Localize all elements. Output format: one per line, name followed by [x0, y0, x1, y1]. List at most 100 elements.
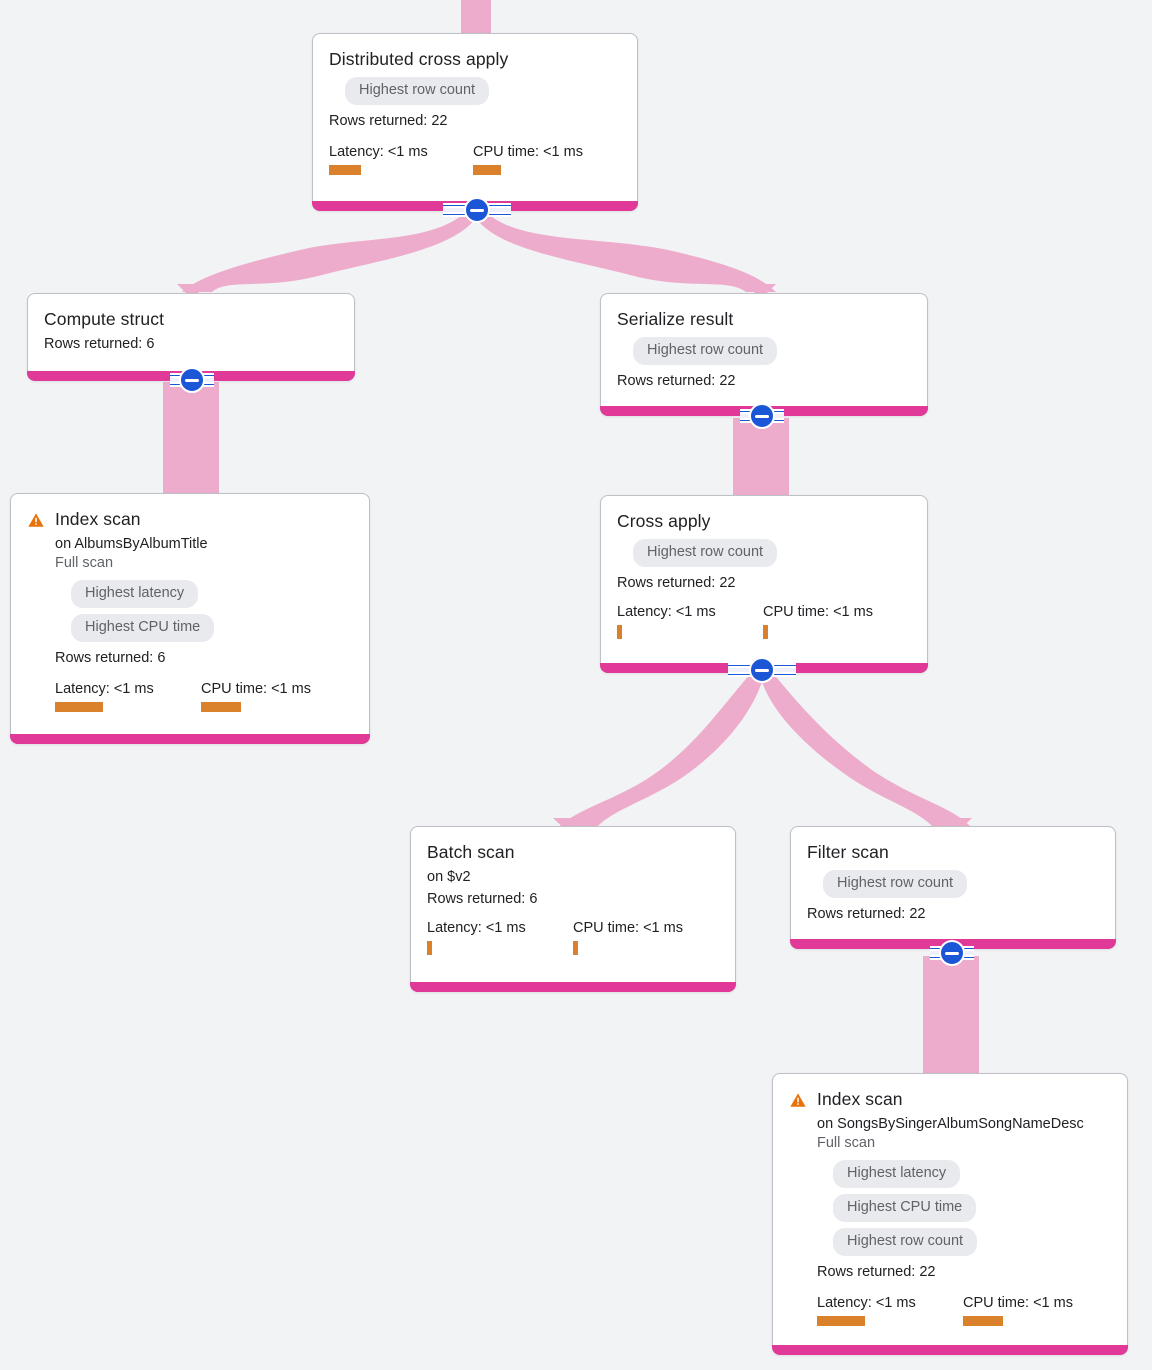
badge-highest-row-count: Highest row count	[633, 337, 778, 365]
badge-highest-row-count: Highest row count	[823, 870, 968, 898]
plan-node-cross-apply[interactable]: Cross apply Highest row count Rows retur…	[600, 495, 928, 673]
edge-root-to-compute-struct	[182, 212, 476, 292]
rows-returned: Rows returned: 22	[617, 575, 736, 591]
edge-root-to-serialize-result	[476, 212, 776, 292]
rows-returned: Rows returned: 6	[55, 650, 166, 666]
rows-returned: Rows returned: 22	[817, 1264, 936, 1280]
node-title: Compute struct	[44, 309, 165, 329]
rows-returned: Rows returned: 6	[44, 336, 155, 352]
node-title: Index scan	[55, 509, 141, 529]
metrics-row: Latency: <1 ms CPU time: <1 ms	[329, 143, 621, 175]
rows-returned: Rows returned: 22	[329, 113, 448, 129]
metrics-row: Latency: <1 ms CPU time: <1 ms	[55, 680, 353, 712]
metric-latency: Latency: <1 ms	[817, 1294, 963, 1326]
edge-compute-struct-to-index-scan	[163, 382, 219, 494]
node-header: Cross apply Highest row count Rows retur…	[617, 510, 911, 639]
metrics-row: Latency: <1 ms CPU time: <1 ms	[427, 919, 719, 955]
node-title: Index scan	[817, 1089, 903, 1109]
metric-cpu-time: CPU time: <1 ms	[963, 1294, 1073, 1326]
badge-highest-row-count: Highest row count	[345, 77, 490, 105]
badge-list: Highest row count	[329, 70, 621, 105]
rows-returned: Rows returned: 22	[807, 906, 926, 922]
edge-incoming-root	[461, 0, 491, 35]
metric-latency-label: Latency: <1 ms	[329, 144, 428, 160]
node-subtitle: on $v2	[427, 869, 471, 885]
metric-cpu-time: CPU time: <1 ms	[573, 919, 683, 955]
node-header: Compute struct Rows returned: 6	[44, 308, 338, 354]
node-header: Index scan on AlbumsByAlbumTitle Full sc…	[27, 508, 353, 712]
rows-returned: Rows returned: 6	[427, 891, 538, 907]
plan-node-distributed-cross-apply[interactable]: Distributed cross apply Highest row coun…	[312, 33, 638, 211]
metric-latency-label: Latency: <1 ms	[55, 681, 154, 697]
node-title: Cross apply	[617, 511, 711, 531]
edge-cross-apply-to-filter-scan	[762, 672, 972, 828]
node-status-bar	[410, 982, 736, 992]
node-status-bar	[772, 1345, 1128, 1355]
metric-latency-bar	[427, 941, 432, 955]
metric-latency: Latency: <1 ms	[617, 603, 763, 639]
metric-latency-bar	[617, 625, 622, 639]
collapse-button-cross-apply[interactable]	[749, 657, 775, 683]
metric-cpu-bar	[763, 625, 768, 639]
metric-latency-bar	[817, 1316, 865, 1326]
badge-list: Highest row count	[807, 863, 1099, 898]
rows-returned: Rows returned: 22	[617, 373, 736, 389]
warning-triangle-icon	[28, 513, 44, 527]
collapse-button-filter-scan[interactable]	[939, 940, 965, 966]
node-title: Distributed cross apply	[329, 49, 509, 69]
metric-cpu-label: CPU time: <1 ms	[473, 144, 583, 160]
badge-highest-row-count: Highest row count	[633, 539, 778, 567]
metric-latency: Latency: <1 ms	[329, 143, 473, 175]
node-header: Distributed cross apply Highest row coun…	[329, 48, 621, 175]
edge-serialize-result-to-cross-apply	[733, 418, 789, 496]
node-scan-note: Full scan	[55, 555, 114, 571]
plan-node-batch-scan[interactable]: Batch scan on $v2 Rows returned: 6 Laten…	[410, 826, 736, 992]
metric-cpu-bar	[201, 702, 241, 712]
metric-cpu-label: CPU time: <1 ms	[963, 1295, 1073, 1311]
plan-node-index-scan-songs[interactable]: Index scan on SongsBySingerAlbumSongName…	[772, 1073, 1128, 1355]
node-title: Serialize result	[617, 309, 734, 329]
node-header: Serialize result Highest row count Rows …	[617, 308, 911, 391]
metric-latency-bar	[329, 165, 361, 175]
metric-latency-bar	[55, 702, 103, 712]
metric-cpu-bar	[963, 1316, 1003, 1326]
collapse-button-serialize-result[interactable]	[749, 403, 775, 429]
plan-node-filter-scan[interactable]: Filter scan Highest row count Rows retur…	[790, 826, 1116, 949]
warning-triangle-icon	[790, 1093, 806, 1107]
node-title: Batch scan	[427, 842, 515, 862]
edge-filter-scan-to-index-scan	[923, 956, 979, 1076]
metric-latency: Latency: <1 ms	[427, 919, 573, 955]
node-title: Filter scan	[807, 842, 889, 862]
metric-cpu-label: CPU time: <1 ms	[201, 681, 311, 697]
metrics-row: Latency: <1 ms CPU time: <1 ms	[817, 1294, 1111, 1326]
node-subtitle: on AlbumsByAlbumTitle	[55, 536, 208, 552]
node-header: Batch scan on $v2 Rows returned: 6 Laten…	[427, 841, 719, 955]
metric-cpu-time: CPU time: <1 ms	[763, 603, 873, 639]
collapse-button-distributed-cross-apply[interactable]	[464, 197, 490, 223]
metrics-row: Latency: <1 ms CPU time: <1 ms	[617, 603, 911, 639]
node-subtitle: on SongsBySingerAlbumSongNameDesc	[817, 1116, 1084, 1132]
metric-cpu-label: CPU time: <1 ms	[573, 920, 683, 936]
badge-list: Highest latency Highest CPU time	[55, 573, 353, 642]
collapse-button-compute-struct[interactable]	[179, 367, 205, 393]
metric-cpu-bar	[473, 165, 501, 175]
badge-list: Highest latency Highest CPU time Highest…	[817, 1153, 1111, 1256]
node-scan-note: Full scan	[817, 1135, 876, 1151]
plan-node-index-scan-albums[interactable]: Index scan on AlbumsByAlbumTitle Full sc…	[10, 493, 370, 744]
badge-list: Highest row count	[617, 532, 911, 567]
metric-latency-label: Latency: <1 ms	[817, 1295, 916, 1311]
badge-highest-cpu-time: Highest CPU time	[833, 1194, 977, 1222]
badge-list: Highest row count	[617, 330, 911, 365]
plan-node-serialize-result[interactable]: Serialize result Highest row count Rows …	[600, 293, 928, 416]
metric-latency: Latency: <1 ms	[55, 680, 201, 712]
badge-highest-latency: Highest latency	[833, 1160, 961, 1188]
edge-cross-apply-to-batch-scan	[558, 672, 762, 828]
node-status-bar	[10, 734, 370, 744]
metric-cpu-time: CPU time: <1 ms	[201, 680, 311, 712]
metric-cpu-label: CPU time: <1 ms	[763, 604, 873, 620]
metric-latency-label: Latency: <1 ms	[427, 920, 526, 936]
badge-highest-cpu-time: Highest CPU time	[71, 614, 215, 642]
badge-highest-row-count: Highest row count	[833, 1228, 978, 1256]
metric-latency-label: Latency: <1 ms	[617, 604, 716, 620]
